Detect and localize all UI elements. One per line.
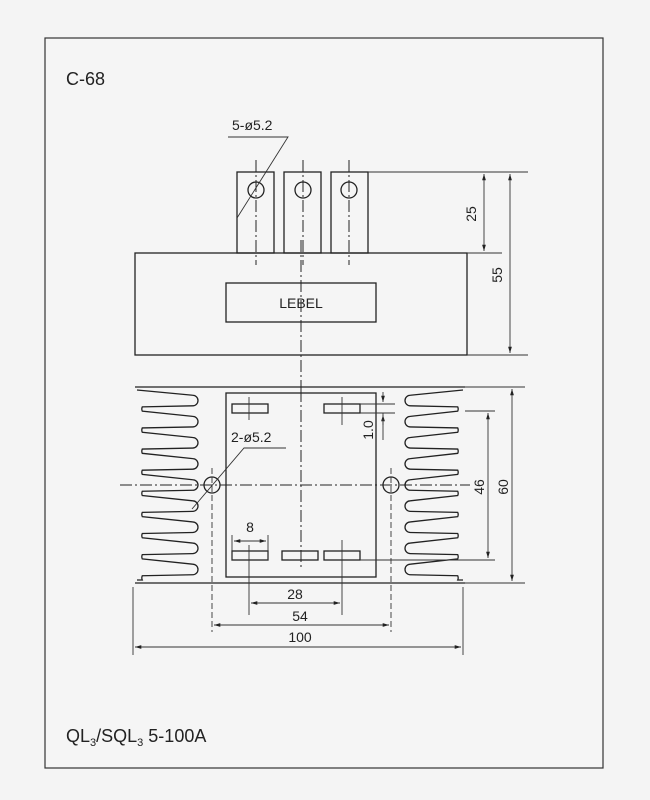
bottom-view: 1.0 2-ø5.2 8 28 54 100 46 60 xyxy=(120,386,525,655)
pin xyxy=(281,550,319,561)
label-box xyxy=(225,282,377,323)
dim-tab: 1.0 xyxy=(360,420,376,440)
dim-module-height: 55 xyxy=(489,267,505,283)
pin xyxy=(231,403,269,414)
dim-height: 60 xyxy=(495,479,511,495)
dim-width: 100 xyxy=(288,629,312,645)
model-text: QL3/SQL3 5-100A xyxy=(66,726,206,749)
label-text: LEBEL xyxy=(279,295,323,311)
dim-terminal-length: 25 xyxy=(463,206,479,222)
heatsink-fins-right xyxy=(404,389,464,581)
drawing-title: C-68 xyxy=(66,69,105,89)
dim-pin-spacing: 28 xyxy=(287,586,303,602)
top-view: 25 55 LEBEL 5-ø5.2 xyxy=(134,117,528,395)
holes-note-bottom: 2-ø5.2 xyxy=(231,429,272,445)
holes-note-top: 5-ø5.2 xyxy=(232,117,273,133)
heatsink-fins-left xyxy=(136,389,199,581)
dim-hole-spacing: 54 xyxy=(292,608,308,624)
drawing-frame xyxy=(44,37,604,769)
dim-hole-vertical: 46 xyxy=(471,479,487,495)
dim-pin-width: 8 xyxy=(246,519,254,535)
